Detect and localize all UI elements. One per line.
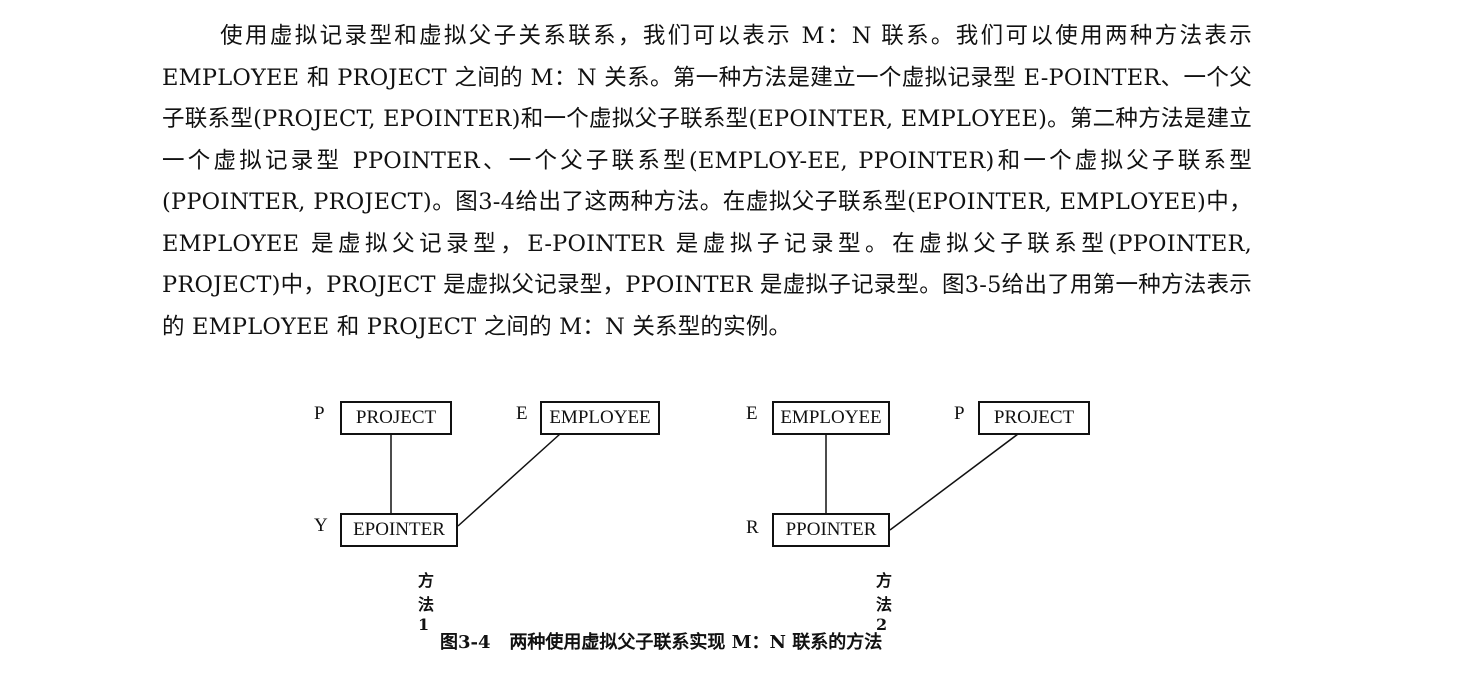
- method2-caption: 方法2: [876, 571, 893, 634]
- m1-employee-box: EMPLOYEE: [540, 401, 660, 435]
- m1-virtual-link: [457, 433, 561, 527]
- paragraph-text: 使用虚拟记录型和虚拟父子关系联系，我们可以表示 M：N 联系。我们可以使用两种方…: [162, 23, 1252, 340]
- m2-child-tag: R: [746, 517, 759, 538]
- method1-caption: 方法1: [418, 571, 435, 634]
- m2-parent-tag: E: [746, 403, 758, 424]
- body-paragraph: 使用虚拟记录型和虚拟父子关系联系，我们可以表示 M：N 联系。我们可以使用两种方…: [162, 16, 1252, 348]
- m2-ppointer-box: PPOINTER: [772, 513, 890, 547]
- m2-employee-box: EMPLOYEE: [772, 401, 890, 435]
- m2-virtual-link: [889, 433, 1019, 531]
- m1-project-box: PROJECT: [340, 401, 452, 435]
- figure-caption: 图3-4 两种使用虚拟父子联系实现 M：N 联系的方法: [440, 632, 883, 653]
- connector-lines: [390, 433, 1019, 531]
- m1-child-tag: Y: [314, 515, 328, 536]
- m1-parent-tag: P: [314, 403, 325, 424]
- m1-epointer-box: EPOINTER: [340, 513, 458, 547]
- m1-virtual-parent-tag: E: [516, 403, 528, 424]
- m2-project-box: PROJECT: [978, 401, 1090, 435]
- m2-virtual-parent-tag: P: [954, 403, 965, 424]
